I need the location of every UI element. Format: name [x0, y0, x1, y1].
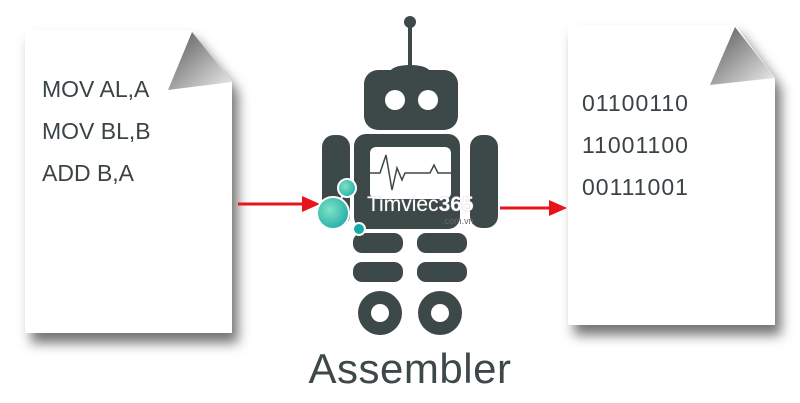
input-arrow: [238, 196, 320, 212]
robot-icon: [322, 16, 498, 335]
source-document: [25, 30, 232, 333]
watermark-domain: .com.vn: [442, 216, 474, 226]
source-code-list: MOV AL,A MOV BL,B ADD B,A: [42, 68, 151, 194]
watermark-logo-icon: [316, 178, 366, 236]
machine-code-line: 01100110: [582, 90, 689, 116]
watermark-number: 365: [438, 193, 474, 216]
source-code-line: MOV AL,A: [42, 76, 150, 102]
page-curl-icon: [710, 27, 775, 85]
watermark-main: Timviec365: [367, 194, 474, 216]
source-code-line: ADD B,A: [42, 160, 135, 186]
machine-code-document: [568, 25, 775, 325]
watermark: Timviec365 .com.vn: [367, 194, 474, 227]
machine-code-list: 01100110 11001100 00111001: [582, 82, 689, 208]
machine-code-line: 11001100: [582, 132, 689, 158]
output-arrow: [500, 200, 567, 216]
diagram-title: Assembler: [308, 345, 512, 392]
source-code-line: MOV BL,B: [42, 118, 151, 144]
machine-code-line: 00111001: [582, 174, 689, 200]
page-curl-icon: [168, 32, 232, 90]
watermark-name: Timviec: [367, 193, 439, 216]
